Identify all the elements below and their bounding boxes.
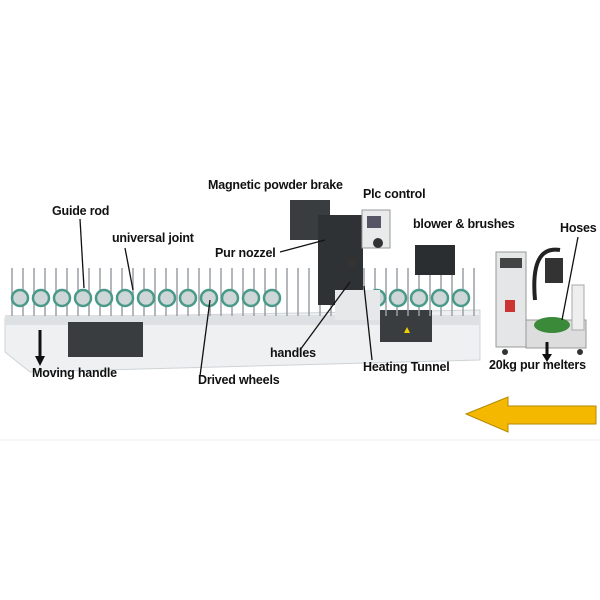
wheel: [220, 288, 240, 308]
wheel: [388, 288, 408, 308]
wheel: [115, 288, 135, 308]
drive-wheels: [10, 288, 471, 308]
feed-direction-arrow-icon: [464, 396, 597, 433]
label-plc-control: Plc control: [363, 187, 426, 201]
wheel: [10, 288, 30, 308]
wheel: [157, 288, 177, 308]
wheel: [31, 288, 51, 308]
wheel: [178, 288, 198, 308]
label-universal-joint: universal joint: [112, 231, 194, 245]
main-machine: [4, 200, 481, 373]
label-handles: handles: [270, 346, 316, 360]
handle-knob: [373, 238, 383, 248]
label-guide-rod: Guide rod: [52, 204, 110, 218]
base-panel: [380, 310, 432, 342]
wheel: [73, 288, 93, 308]
pointer-arrows: [35, 330, 552, 366]
wheel: [262, 288, 282, 308]
label-pur-nozzel: Pur nozzel: [215, 246, 276, 260]
wheel: [52, 288, 72, 308]
label-hoses: Hoses: [560, 221, 597, 235]
label-heating-tunnel: Heating Tunnel: [363, 360, 450, 374]
label-blower-brushes: blower & brushes: [413, 217, 515, 231]
label-drived-wheels: Drived wheels: [198, 373, 280, 387]
label-pur-melters: 20kg pur melters: [489, 358, 586, 372]
wheel: [409, 288, 429, 308]
label-magnetic-powder-brake: Magnetic powder brake: [208, 178, 343, 192]
wheel: [241, 288, 261, 308]
wheel: [430, 288, 450, 308]
wheel: [451, 288, 471, 308]
pur-melter-unit: [495, 247, 587, 355]
wheel: [136, 288, 156, 308]
leader-lines: [79, 218, 579, 377]
blower-unit: [415, 245, 455, 275]
wheel: [94, 288, 114, 308]
base-panel: [68, 322, 143, 357]
label-moving-handle: Moving handle: [32, 366, 117, 380]
hoses: [532, 247, 561, 301]
